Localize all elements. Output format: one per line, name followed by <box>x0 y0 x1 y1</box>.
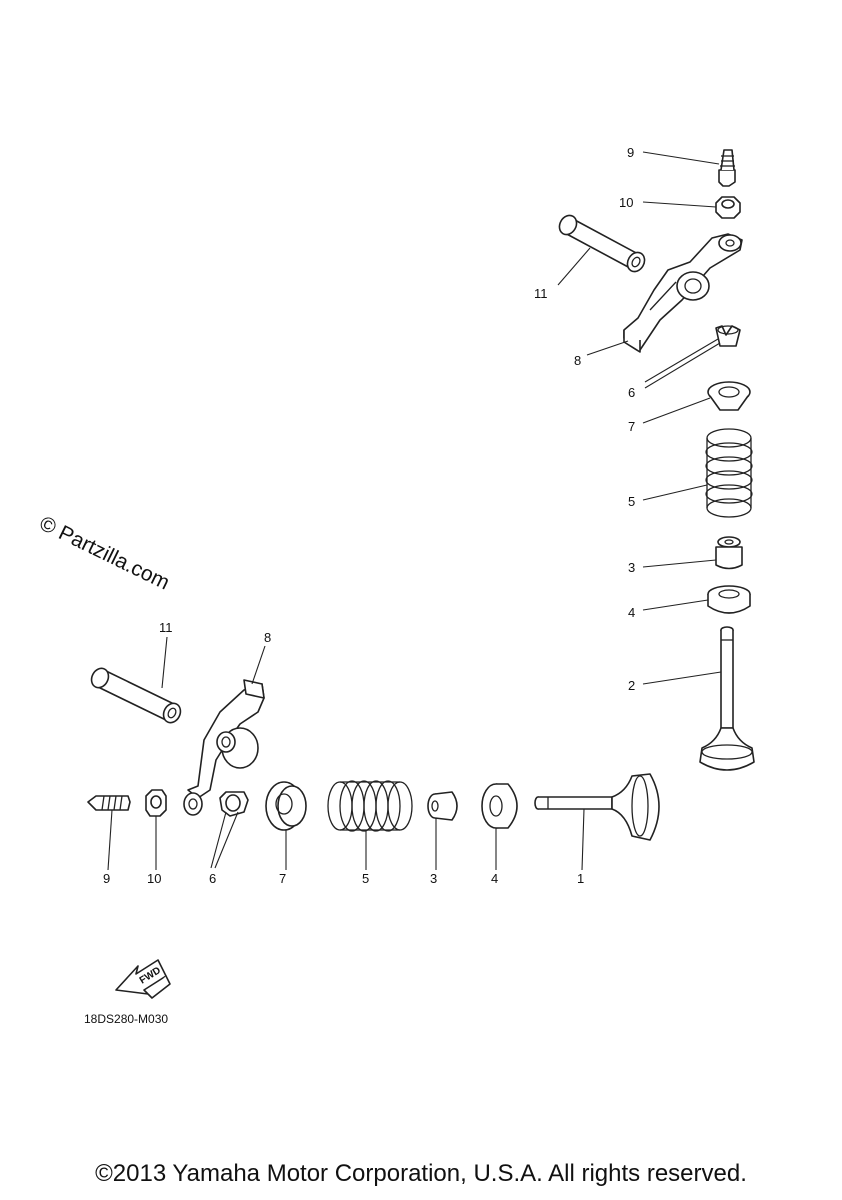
callout-1-lower: 1 <box>577 871 584 886</box>
stem-seal-upper <box>715 536 743 570</box>
callout-7-lower: 7 <box>279 871 286 886</box>
valve-cotter-lower <box>219 791 249 817</box>
callout-6-upper: 6 <box>628 385 635 400</box>
callouts-upper: 9 10 11 8 6 7 5 3 4 2 <box>534 145 635 693</box>
callout-2-upper: 2 <box>628 678 635 693</box>
spring-retainer-upper <box>707 381 751 411</box>
callout-3-lower: 3 <box>430 871 437 886</box>
leader-lines <box>107 151 722 871</box>
callout-4-upper: 4 <box>628 605 635 620</box>
rocker-arm-upper <box>623 233 743 353</box>
valve-spring-upper <box>705 428 753 518</box>
watermark: © Partzilla.com <box>36 512 173 595</box>
rocker-shaft-upper <box>558 214 646 273</box>
callout-11-lower: 11 <box>159 620 173 635</box>
adjusting-screw-upper <box>718 149 736 187</box>
rocker-arm-lower <box>183 679 265 816</box>
callout-5-lower: 5 <box>362 871 369 886</box>
diagram-code: 18DS280-M030 <box>84 1012 168 1026</box>
callout-9-upper: 9 <box>627 145 634 160</box>
callout-8-lower: 8 <box>264 630 271 645</box>
spring-seat-lower <box>481 783 518 829</box>
valve-cotter-upper <box>715 325 741 347</box>
intake-valve <box>534 773 660 841</box>
stem-seal-lower <box>427 791 458 821</box>
callout-8-upper: 8 <box>574 353 581 368</box>
copyright-notice: ©2013 Yamaha Motor Corporation, U.S.A. A… <box>95 1160 747 1187</box>
rocker-shaft-lower <box>90 667 182 724</box>
callouts-lower: 11 8 9 10 6 7 5 3 4 1 <box>103 620 584 886</box>
spring-retainer-lower <box>265 781 307 831</box>
callout-11-upper: 11 <box>534 286 548 301</box>
exhaust-valve <box>699 626 755 771</box>
valve-spring-lower <box>327 780 413 832</box>
locknut-lower <box>145 789 167 817</box>
adjusting-screw-lower <box>87 795 131 811</box>
locknut-upper <box>715 196 741 219</box>
callout-7-upper: 7 <box>628 419 635 434</box>
callout-4-lower: 4 <box>491 871 498 886</box>
callout-10-lower: 10 <box>147 871 161 886</box>
fwd-arrow-icon: FWD <box>115 959 171 999</box>
callout-3-upper: 3 <box>628 560 635 575</box>
spring-seat-upper <box>707 585 751 614</box>
callout-5-upper: 5 <box>628 494 635 509</box>
callout-9-lower: 9 <box>103 871 110 886</box>
callout-6-lower: 6 <box>209 871 216 886</box>
callout-10-upper: 10 <box>619 195 633 210</box>
